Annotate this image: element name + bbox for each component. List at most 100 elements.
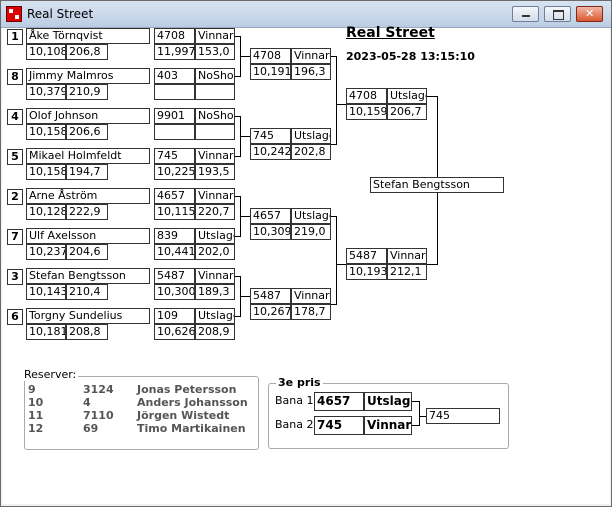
reserve-name: Timo Martikainen <box>137 422 246 435</box>
qf-race-status: Vinnare <box>291 48 331 64</box>
bracket-connector <box>412 425 420 426</box>
lane1-id-input[interactable]: 4657 <box>314 392 364 411</box>
race-speed: 193,5 <box>195 164 235 180</box>
race-id[interactable]: 4657 <box>154 188 195 204</box>
bracket-connector <box>240 216 251 217</box>
qf-race-status: Vinnare <box>291 288 331 304</box>
reserve-id: 7110 <box>83 409 114 422</box>
bracket-connector <box>235 76 241 77</box>
reserves-panel <box>24 376 259 450</box>
racer-time: 10,158 <box>26 124 66 140</box>
race-speed: 153,0 <box>195 44 235 60</box>
racer-time: 10,181 <box>26 324 66 340</box>
race-speed: 202,0 <box>195 244 235 260</box>
racer-time: 10,108 <box>26 44 66 60</box>
racer-speed: 222,9 <box>66 204 108 220</box>
bracket-connector <box>336 264 347 265</box>
race-id[interactable]: 4708 <box>154 28 195 44</box>
lane1-status: Utslagen <box>364 392 412 411</box>
race-id[interactable]: 5487 <box>154 268 195 284</box>
seed-number: 2 <box>7 189 23 205</box>
race-speed: 208,9 <box>195 324 235 340</box>
title-bar[interactable]: Real Street <box>1 1 611 28</box>
racer-speed: 210,9 <box>66 84 108 100</box>
seed-number: 3 <box>7 269 23 285</box>
qf-race-id[interactable]: 4657 <box>250 208 291 224</box>
race-id[interactable]: 839 <box>154 228 195 244</box>
qf-race-speed: 196,3 <box>291 64 331 80</box>
bracket-connector <box>331 304 337 305</box>
racer-name[interactable]: Mikael Holmfeldt <box>26 148 150 164</box>
bracket-connector <box>336 104 347 105</box>
reserve-number: 11 <box>28 409 44 422</box>
bracket-connector <box>235 36 241 37</box>
qf-race-speed: 219,0 <box>291 224 331 240</box>
race-status: Vinnare <box>195 188 235 204</box>
racer-name[interactable]: Torgny Sundelius <box>26 308 150 324</box>
sf-race-status: Utslagen <box>387 88 427 104</box>
bracket-connector <box>240 56 251 57</box>
bracket-connector <box>235 156 241 157</box>
race-time: 10,626 <box>154 324 195 340</box>
reserve-name: Anders Johansson <box>137 396 248 409</box>
bracket-connector <box>331 144 337 145</box>
racer-time: 10,379 <box>26 84 66 100</box>
qf-race-time: 10,191 <box>250 64 291 80</box>
race-speed <box>195 124 235 140</box>
qf-race-speed: 202,8 <box>291 144 331 160</box>
bracket-connector <box>427 264 438 265</box>
bracket-connector <box>437 96 438 178</box>
qf-race-id[interactable]: 5487 <box>250 288 291 304</box>
racer-name[interactable]: Arne Åström <box>26 188 150 204</box>
third-place-result[interactable]: 745 <box>426 408 500 424</box>
race-status: Vinnare <box>195 268 235 284</box>
qf-race-time: 10,242 <box>250 144 291 160</box>
qf-race-id[interactable]: 745 <box>250 128 291 144</box>
seed-number: 8 <box>7 69 23 85</box>
racer-name[interactable]: Olof Johnson <box>26 108 150 124</box>
race-status: NoShow <box>195 68 235 84</box>
qf-race-id[interactable]: 4708 <box>250 48 291 64</box>
racer-name[interactable]: Stefan Bengtsson <box>26 268 150 284</box>
bracket-connector <box>235 316 241 317</box>
racer-name[interactable]: Ulf Axelsson <box>26 228 150 244</box>
race-time: 11,997 <box>154 44 195 60</box>
race-id[interactable]: 403 <box>154 68 195 84</box>
race-time: 10,441 <box>154 244 195 260</box>
racer-time: 10,158 <box>26 164 66 180</box>
race-speed: 220,7 <box>195 204 235 220</box>
maximize-button[interactable] <box>544 6 571 22</box>
close-button[interactable] <box>576 6 603 22</box>
bracket-connector <box>240 136 251 137</box>
reserve-id: 4 <box>83 396 91 409</box>
third-place-label: 3e pris <box>276 376 323 389</box>
bracket-connector <box>412 401 420 402</box>
lane1-label: Bana 1 <box>275 394 314 407</box>
racer-speed: 206,6 <box>66 124 108 140</box>
bracket-connector <box>235 116 241 117</box>
winner-field[interactable]: Stefan Bengtsson <box>370 177 504 193</box>
race-speed <box>195 84 235 100</box>
bracket-connector <box>331 216 337 217</box>
reserve-name: Jonas Petersson <box>137 383 237 396</box>
sf-race-time: 10,193 <box>346 264 387 280</box>
racer-time: 10,143 <box>26 284 66 300</box>
race-speed: 189,3 <box>195 284 235 300</box>
sf-race-id[interactable]: 5487 <box>346 248 387 264</box>
race-time: 10,300 <box>154 284 195 300</box>
race-status: Utslagen <box>195 228 235 244</box>
bracket-connector <box>235 276 241 277</box>
race-id[interactable]: 745 <box>154 148 195 164</box>
race-id[interactable]: 9901 <box>154 108 195 124</box>
minimize-button[interactable] <box>512 6 539 22</box>
seed-number: 6 <box>7 309 23 325</box>
race-status: Vinnare <box>195 148 235 164</box>
lane2-id-input[interactable]: 745 <box>314 416 364 435</box>
sf-race-id[interactable]: 4708 <box>346 88 387 104</box>
app-icon[interactable] <box>6 6 22 22</box>
racer-name[interactable]: Jimmy Malmros <box>26 68 150 84</box>
racer-name[interactable]: Åke Törnqvist <box>26 28 150 44</box>
qf-race-status: Utslagen <box>291 208 331 224</box>
race-id[interactable]: 109 <box>154 308 195 324</box>
bracket-connector <box>419 416 426 417</box>
